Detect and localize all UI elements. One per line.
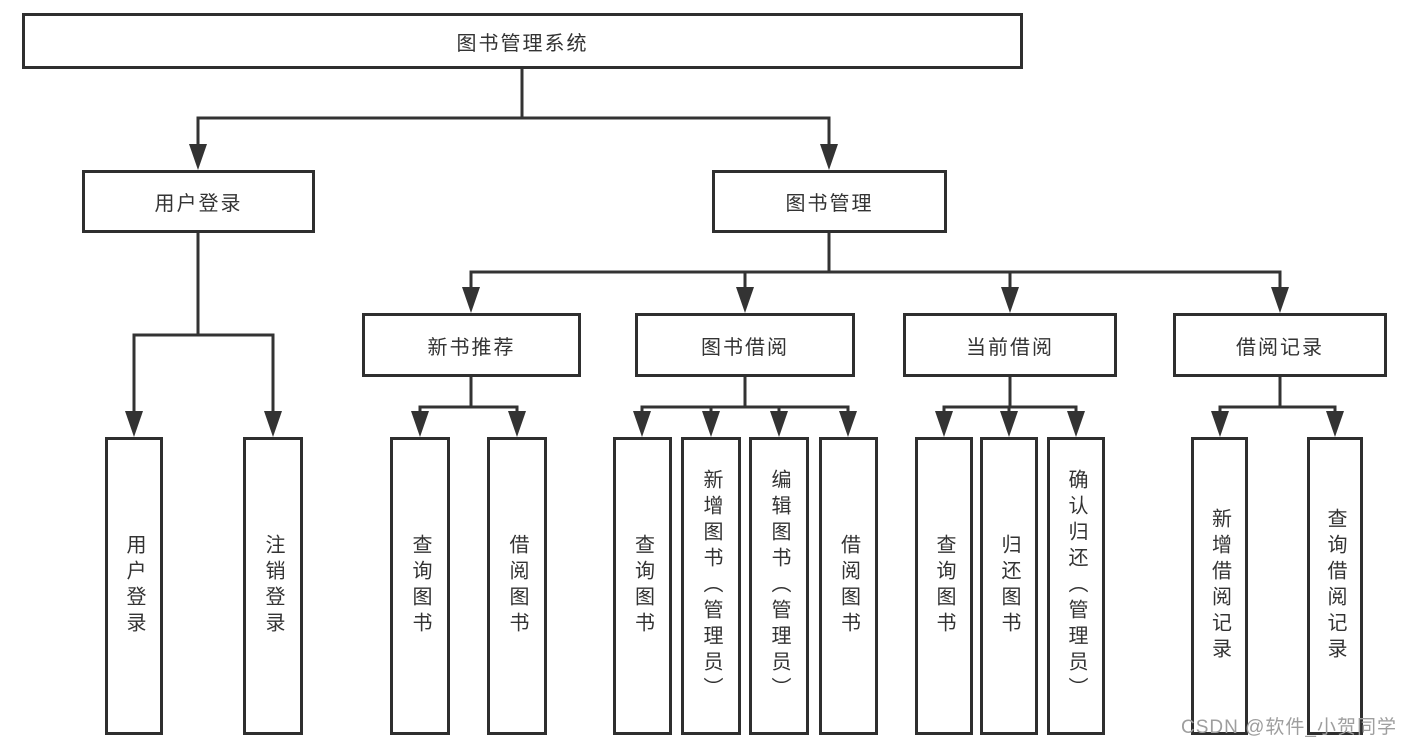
leaf-confirm-return-admin: 确认归还（管理员）	[1047, 437, 1105, 735]
node-label: 查询图书	[409, 534, 431, 638]
node-label: 查询图书	[631, 534, 654, 638]
arrowheads-level3	[462, 287, 1289, 313]
csdn-watermark: CSDN @软件_小贺同学	[1181, 717, 1397, 738]
node-label: 当前借阅	[966, 336, 1054, 359]
node-label: 新书推荐	[427, 336, 516, 359]
leaf-logout-login: 注销登录	[243, 437, 303, 735]
leaf-add-borrow-record: 新增借阅记录	[1191, 437, 1248, 735]
arrowheads-current-borrow	[935, 411, 1085, 437]
connector-book-borrow-to-leaves	[640, 377, 850, 412]
connector-user-login-to-leaves	[132, 233, 275, 411]
connector-root-to-level2	[196, 69, 831, 144]
node-borrowing-records: 借阅记录	[1173, 313, 1387, 377]
arrowheads-user-login	[125, 411, 282, 437]
arrowheads-new-book	[411, 411, 526, 437]
node-user-login: 用户登录	[82, 170, 315, 233]
leaf-borrow-books-borrowing: 借阅图书	[819, 437, 878, 735]
connector-current-borrow-to-leaves	[942, 377, 1078, 412]
arrowheads-borrow-records	[1211, 411, 1344, 437]
node-label: 编辑图书（管理员）	[768, 469, 790, 703]
arrowheads-book-borrow	[633, 411, 857, 437]
node-current-borrowing: 当前借阅	[903, 313, 1117, 377]
leaf-borrow-books-newbook: 借阅图书	[487, 437, 547, 735]
node-label: 查询借阅记录	[1324, 508, 1346, 664]
node-label: 用户登录	[123, 534, 145, 638]
connector-book-mgmt-to-level3	[469, 233, 1282, 287]
arrowheads-level2	[189, 144, 838, 170]
node-book-borrowing: 图书借阅	[635, 313, 855, 377]
node-root-library-system: 图书管理系统	[22, 13, 1023, 69]
node-book-management: 图书管理	[712, 170, 947, 233]
leaf-query-books-newbook: 查询图书	[390, 437, 450, 735]
node-label: 新增图书（管理员）	[700, 469, 722, 703]
leaf-query-books-borrowing: 查询图书	[613, 437, 672, 735]
node-label: 图书管理	[785, 193, 874, 215]
node-label: 图书借阅	[701, 336, 789, 359]
node-label: 图书管理系统	[456, 32, 589, 55]
node-label: 借阅图书	[837, 534, 860, 638]
node-label: 借阅记录	[1236, 336, 1324, 359]
connector-borrow-records-to-leaves	[1218, 377, 1337, 412]
node-label: 查询图书	[933, 534, 955, 638]
node-label: 确认归还（管理员）	[1065, 469, 1087, 703]
leaf-query-borrow-record: 查询借阅记录	[1307, 437, 1363, 735]
node-label: 用户登录	[154, 193, 243, 215]
leaf-add-books-admin: 新增图书（管理员）	[681, 437, 741, 735]
node-label: 借阅图书	[506, 534, 528, 638]
leaf-query-books-current: 查询图书	[915, 437, 973, 735]
leaf-edit-books-admin: 编辑图书（管理员）	[749, 437, 809, 735]
leaf-user-login: 用户登录	[105, 437, 163, 735]
node-label: 新增借阅记录	[1208, 508, 1231, 664]
node-label: 注销登录	[262, 534, 284, 638]
connector-new-book-to-leaves	[418, 377, 519, 412]
node-label: 归还图书	[998, 534, 1020, 638]
leaf-return-books: 归还图书	[980, 437, 1038, 735]
node-new-book-recommendation: 新书推荐	[362, 313, 581, 377]
